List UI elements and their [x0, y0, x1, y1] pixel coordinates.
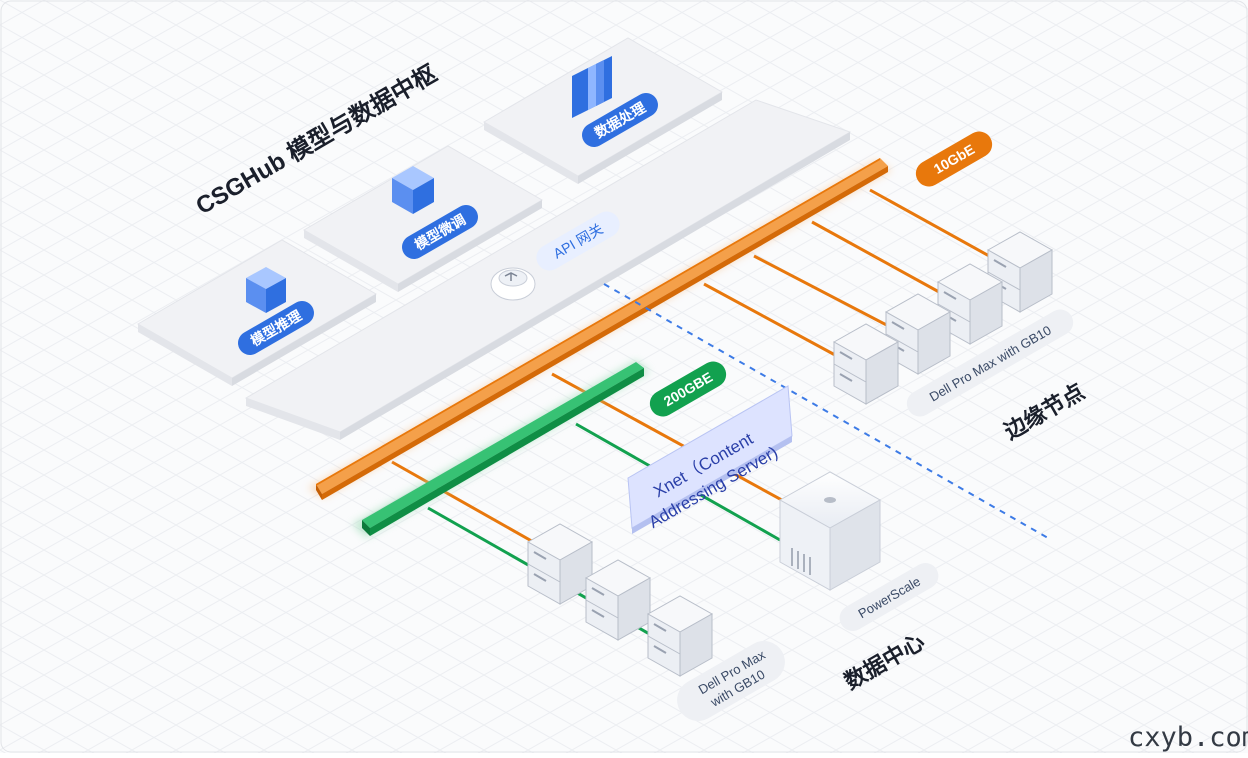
- datacenter-network-bus: [352, 360, 650, 538]
- platform-data-processing: [483, 37, 723, 184]
- cube-icon: [392, 166, 434, 214]
- document-stack-icon: [572, 56, 612, 118]
- cube-icon: [246, 267, 286, 313]
- zone-divider: [603, 283, 1049, 539]
- datacenter-nodes: [526, 523, 714, 677]
- server-icon: [526, 523, 594, 605]
- platform-finetune: [303, 145, 543, 292]
- edge-nodes: [832, 231, 1054, 405]
- server-icon: [584, 559, 652, 641]
- edge-network-bus: [308, 158, 892, 500]
- server-icon: [832, 323, 900, 405]
- cloud-router-icon: [490, 267, 536, 301]
- storage-icon: [778, 471, 882, 591]
- watermark: cxyb.com: [1128, 722, 1248, 753]
- platform-inference: [137, 239, 377, 386]
- server-icon: [646, 595, 714, 677]
- server-icon: [936, 263, 1004, 345]
